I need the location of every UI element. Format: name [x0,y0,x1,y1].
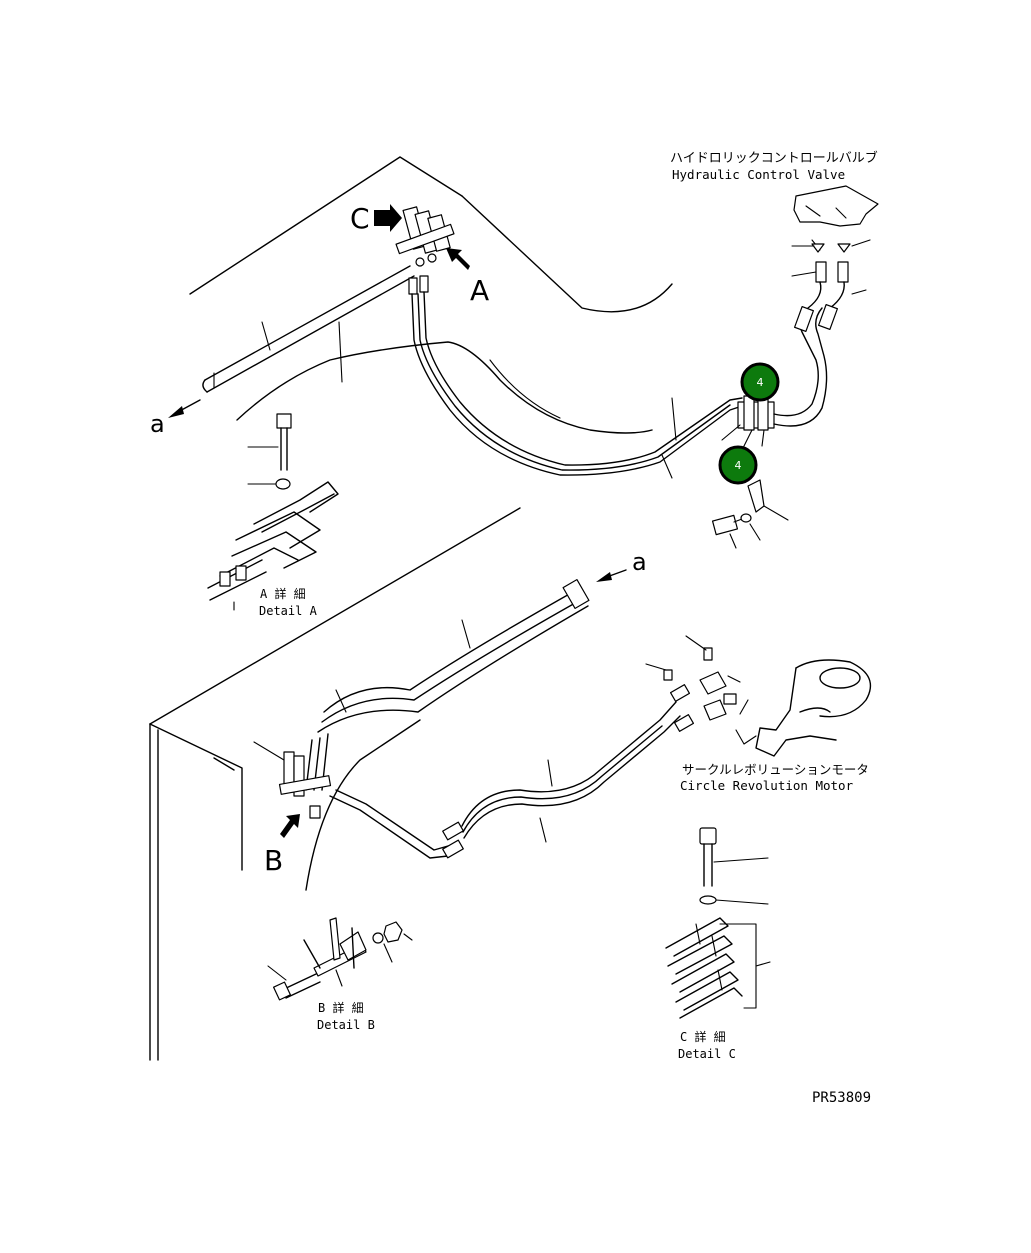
lower-pipe-to-a [305,569,627,791]
valve-bracket-bolt [711,479,789,549]
detail-c-jp: C 詳 細 [680,1029,726,1044]
view-letter-B: B [264,844,283,877]
detail-a-jp: A 詳 細 [260,586,306,601]
callout-badge-lower: 4 [718,445,758,485]
lower-hoses [329,684,695,859]
hcv-label-en: Hydraulic Control Valve [672,167,845,182]
view-letter-a-upper: a [150,410,165,438]
detail-a-en: Detail A [259,604,318,618]
crm-label-jp: サークルレボリューションモータ [682,762,869,777]
detail-a-drawing [207,413,339,611]
detail-c-drawing [665,827,771,1019]
upper-frame-outline [189,156,673,434]
arrow-b-lower [280,814,300,838]
detail-b-jp: B 詳 細 [318,1000,364,1015]
callout-label-upper: 4 [757,376,764,389]
callout-badge-upper: 4 [740,362,780,402]
detail-c-en: Detail C [678,1047,736,1061]
upper-pipe-to-a [168,265,415,418]
detail-b-drawing [267,917,413,1001]
drawing-number: PR53809 [812,1090,871,1106]
crm-label-en: Circle Revolution Motor [680,778,854,793]
hydraulic-control-valve [791,185,879,332]
hcv-label-jp: ハイドロリックコントロールバルブ [670,150,878,166]
callout-label-lower: 4 [735,459,742,472]
lower-clamp-cluster [253,741,332,819]
arrow-c-upper [374,204,402,232]
view-letter-c: C [350,202,370,235]
circle-revolution-motor [645,635,872,757]
arrow-a-upper [446,248,470,270]
lower-frame-outline [149,507,521,1061]
upper-hoses [408,275,743,479]
view-letter-A: A [470,274,489,307]
upper-clamp-cluster [395,206,455,267]
detail-b-en: Detail B [317,1018,375,1032]
view-letter-a-lower: a [632,548,647,576]
